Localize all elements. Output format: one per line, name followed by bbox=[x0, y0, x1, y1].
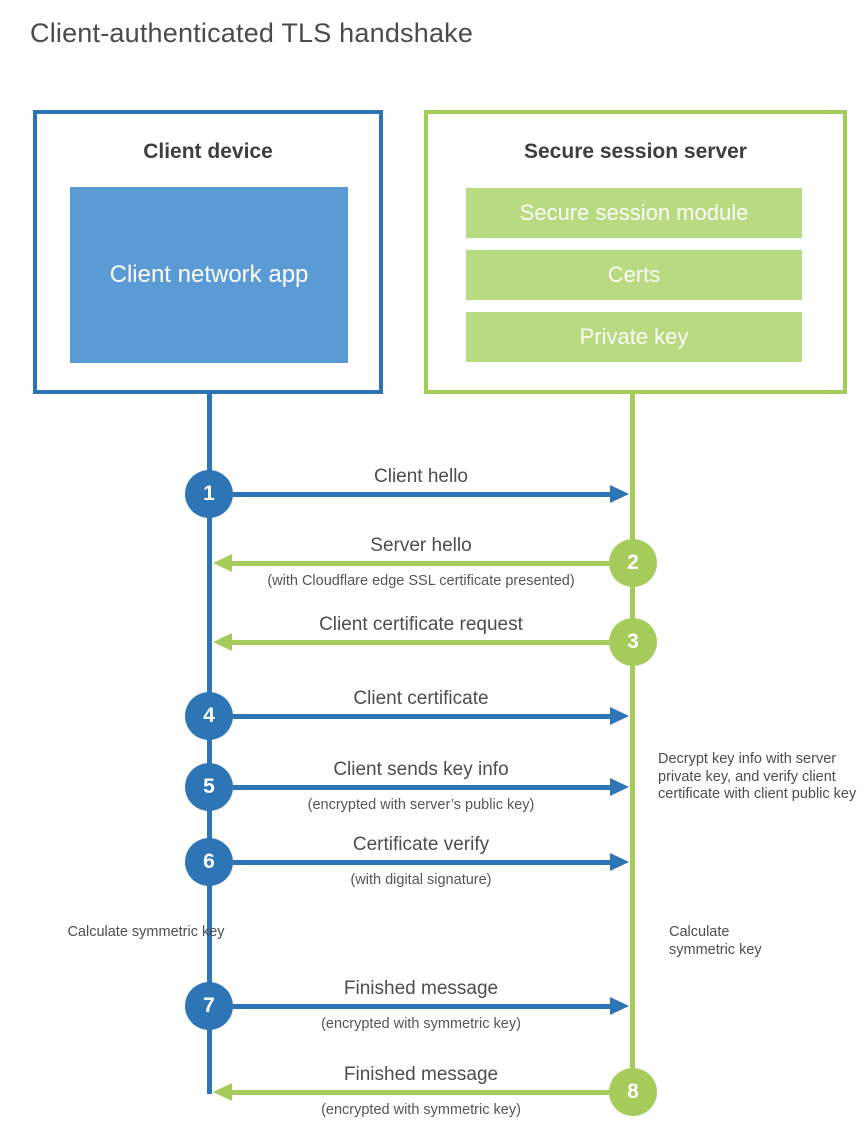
secure-session-server-title: Secure session server bbox=[524, 140, 747, 163]
step-number-badge: 3 bbox=[609, 618, 657, 666]
message-sublabel: (encrypted with server’s public key) bbox=[307, 797, 535, 813]
private-key-bar: Private key bbox=[466, 312, 802, 362]
message-sublabel: (encrypted with symmetric key) bbox=[321, 1016, 521, 1032]
client-device-title: Client device bbox=[143, 140, 273, 163]
message-label: Client sends key info bbox=[333, 759, 509, 780]
calculate-symmetric-key-note-client: Calculate symmetric key bbox=[67, 924, 225, 940]
message-label: Finished message bbox=[343, 978, 499, 999]
step-number-badge: 4 bbox=[185, 692, 233, 740]
message-sublabel: (with Cloudflare edge SSL certificate pr… bbox=[267, 573, 575, 589]
client-network-app-box: Client network app bbox=[70, 187, 348, 363]
message-label: Finished message bbox=[343, 1064, 499, 1085]
message-label: Client certificate bbox=[353, 688, 489, 709]
decrypt-key-info-note: Decrypt key info with server private key… bbox=[658, 751, 857, 802]
server-lifeline bbox=[630, 394, 635, 1094]
step-number-badge: 1 bbox=[185, 470, 233, 518]
message-label: Server hello bbox=[370, 535, 472, 556]
calculate-symmetric-key-note-server: Calculate symmetric key bbox=[669, 924, 762, 958]
secure-session-server-box: Secure session server Secure session mod… bbox=[424, 110, 847, 394]
step-number-badge: 7 bbox=[185, 982, 233, 1030]
client-lifeline bbox=[207, 394, 212, 1094]
step-number-badge: 5 bbox=[185, 763, 233, 811]
client-device-box: Client device Client network app bbox=[33, 110, 383, 394]
message-sublabel: (encrypted with symmetric key) bbox=[321, 1102, 521, 1118]
message-label: Client hello bbox=[374, 466, 468, 487]
page-title: Client-authenticated TLS handshake bbox=[30, 18, 474, 48]
message-label: Client certificate request bbox=[319, 614, 523, 635]
client-network-app-label: Client network app bbox=[109, 260, 309, 288]
message-label: Certificate verify bbox=[352, 834, 490, 855]
message-sublabel: (with digital signature) bbox=[350, 872, 492, 888]
secure-session-module-bar: Secure session module bbox=[466, 188, 802, 238]
step-number-badge: 6 bbox=[185, 838, 233, 886]
certs-bar: Certs bbox=[466, 250, 802, 300]
step-number-badge: 8 bbox=[609, 1068, 657, 1116]
step-number-badge: 2 bbox=[609, 539, 657, 587]
